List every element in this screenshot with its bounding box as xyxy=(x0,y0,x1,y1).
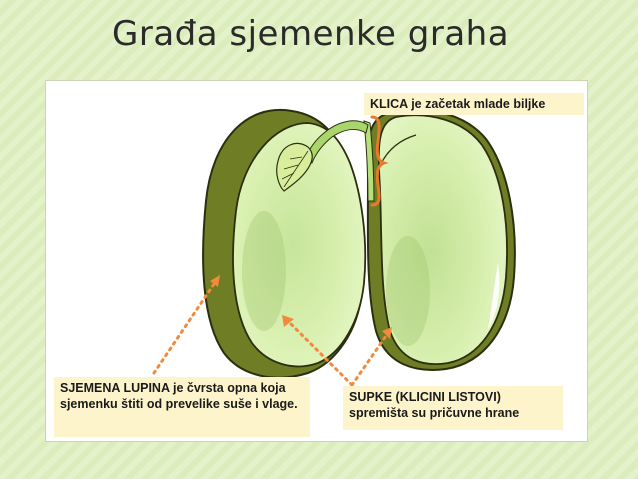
embryo-radicle xyxy=(363,120,375,202)
slide-title: Građa sjemenke graha xyxy=(112,14,510,54)
lupina-description: je čvrsta opna koja sjemenku štiti od pr… xyxy=(60,381,298,411)
sjemena-lupina-label: SJEMENA LUPINA je čvrsta opna koja sjeme… xyxy=(54,377,310,437)
supke-term: SUPKE (KLICINI LISTOVI) xyxy=(349,390,501,404)
right-cotyledon-shadow xyxy=(386,236,430,346)
left-cotyledon-shadow xyxy=(242,211,286,331)
arrow-lupina-head xyxy=(210,275,220,287)
bean-seed-diagram xyxy=(152,108,516,387)
klica-label: KLICA je začetak mlade biljke xyxy=(364,93,584,115)
embryo-leaf xyxy=(276,142,313,192)
arrow-supke-right-head xyxy=(382,327,392,339)
diagram-panel: KLICA je začetak mlade biljke SJEMENA LU… xyxy=(45,80,588,442)
arrow-supke-left-line xyxy=(286,319,354,387)
klica-term: KLICA xyxy=(370,97,408,111)
embryo-leaf-vein xyxy=(281,150,309,188)
arrow-supke-left-head xyxy=(282,315,294,327)
klica-bracket xyxy=(370,115,389,207)
left-cotyledon xyxy=(232,122,367,368)
arrow-lupina-line xyxy=(152,279,218,375)
supke-label: SUPKE (KLICINI LISTOVI) spremišta su pri… xyxy=(343,386,563,430)
right-cotyledon-highlight xyxy=(488,263,500,329)
lupina-term: SJEMENA LUPINA xyxy=(60,381,170,395)
klica-description: je začetak mlade biljke xyxy=(407,97,546,111)
supke-description: spremišta su pričuvne hrane xyxy=(349,406,520,420)
